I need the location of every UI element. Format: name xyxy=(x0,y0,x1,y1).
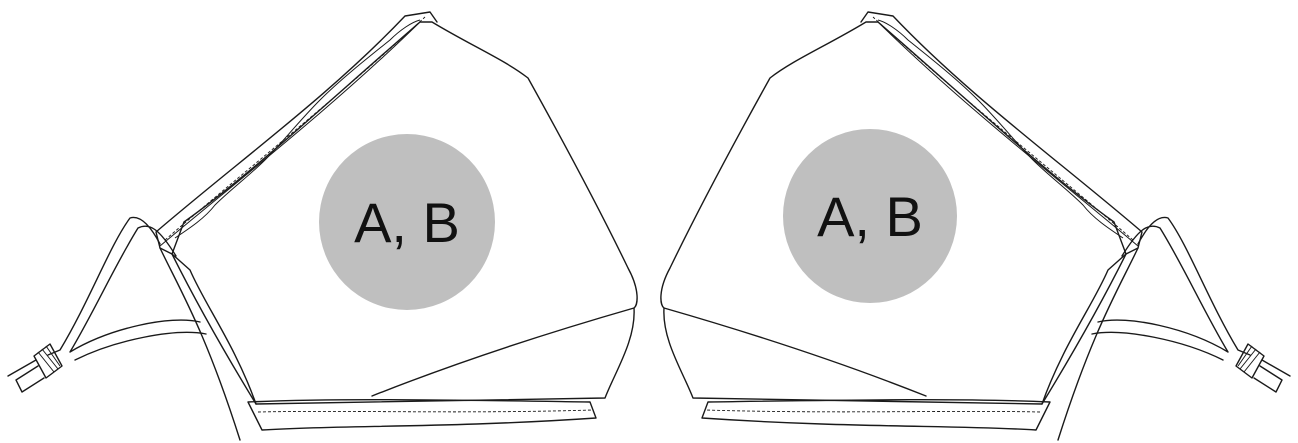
right-mask-bottom-stitch xyxy=(705,409,1041,413)
left-mask-top-binding-inner xyxy=(159,21,421,247)
left-mask-seam xyxy=(371,307,635,397)
left-mask-adjuster xyxy=(7,343,63,393)
right-mask xyxy=(660,11,1291,441)
right-mask-seam xyxy=(663,307,927,397)
right-mask-top-wave xyxy=(877,19,1124,239)
left-mask-top-wave xyxy=(174,19,421,239)
right-mask-adjuster xyxy=(1235,343,1291,393)
left-mask-label-badge: A, B xyxy=(319,134,495,310)
left-mask: A, B xyxy=(7,11,638,441)
left-mask-bottom-stitch xyxy=(257,409,593,413)
right-mask-top-binding-inner xyxy=(877,21,1139,247)
right-mask-top-stitch xyxy=(872,16,1134,241)
right-mask-ear-loop xyxy=(1091,216,1251,361)
left-mask-top-stitch xyxy=(164,16,426,241)
left-mask-side-edge xyxy=(159,247,257,441)
right-mask-bottom-binding xyxy=(701,398,1051,431)
left-mask-bottom-binding xyxy=(247,398,597,431)
left-badge-label: A, B xyxy=(354,191,460,254)
left-mask-ear-loop xyxy=(47,216,207,361)
right-badge-circle xyxy=(783,129,957,303)
right-badge-label: A, B xyxy=(817,185,923,248)
right-mask-side-edge xyxy=(1041,247,1139,441)
left-badge-circle xyxy=(319,134,495,310)
